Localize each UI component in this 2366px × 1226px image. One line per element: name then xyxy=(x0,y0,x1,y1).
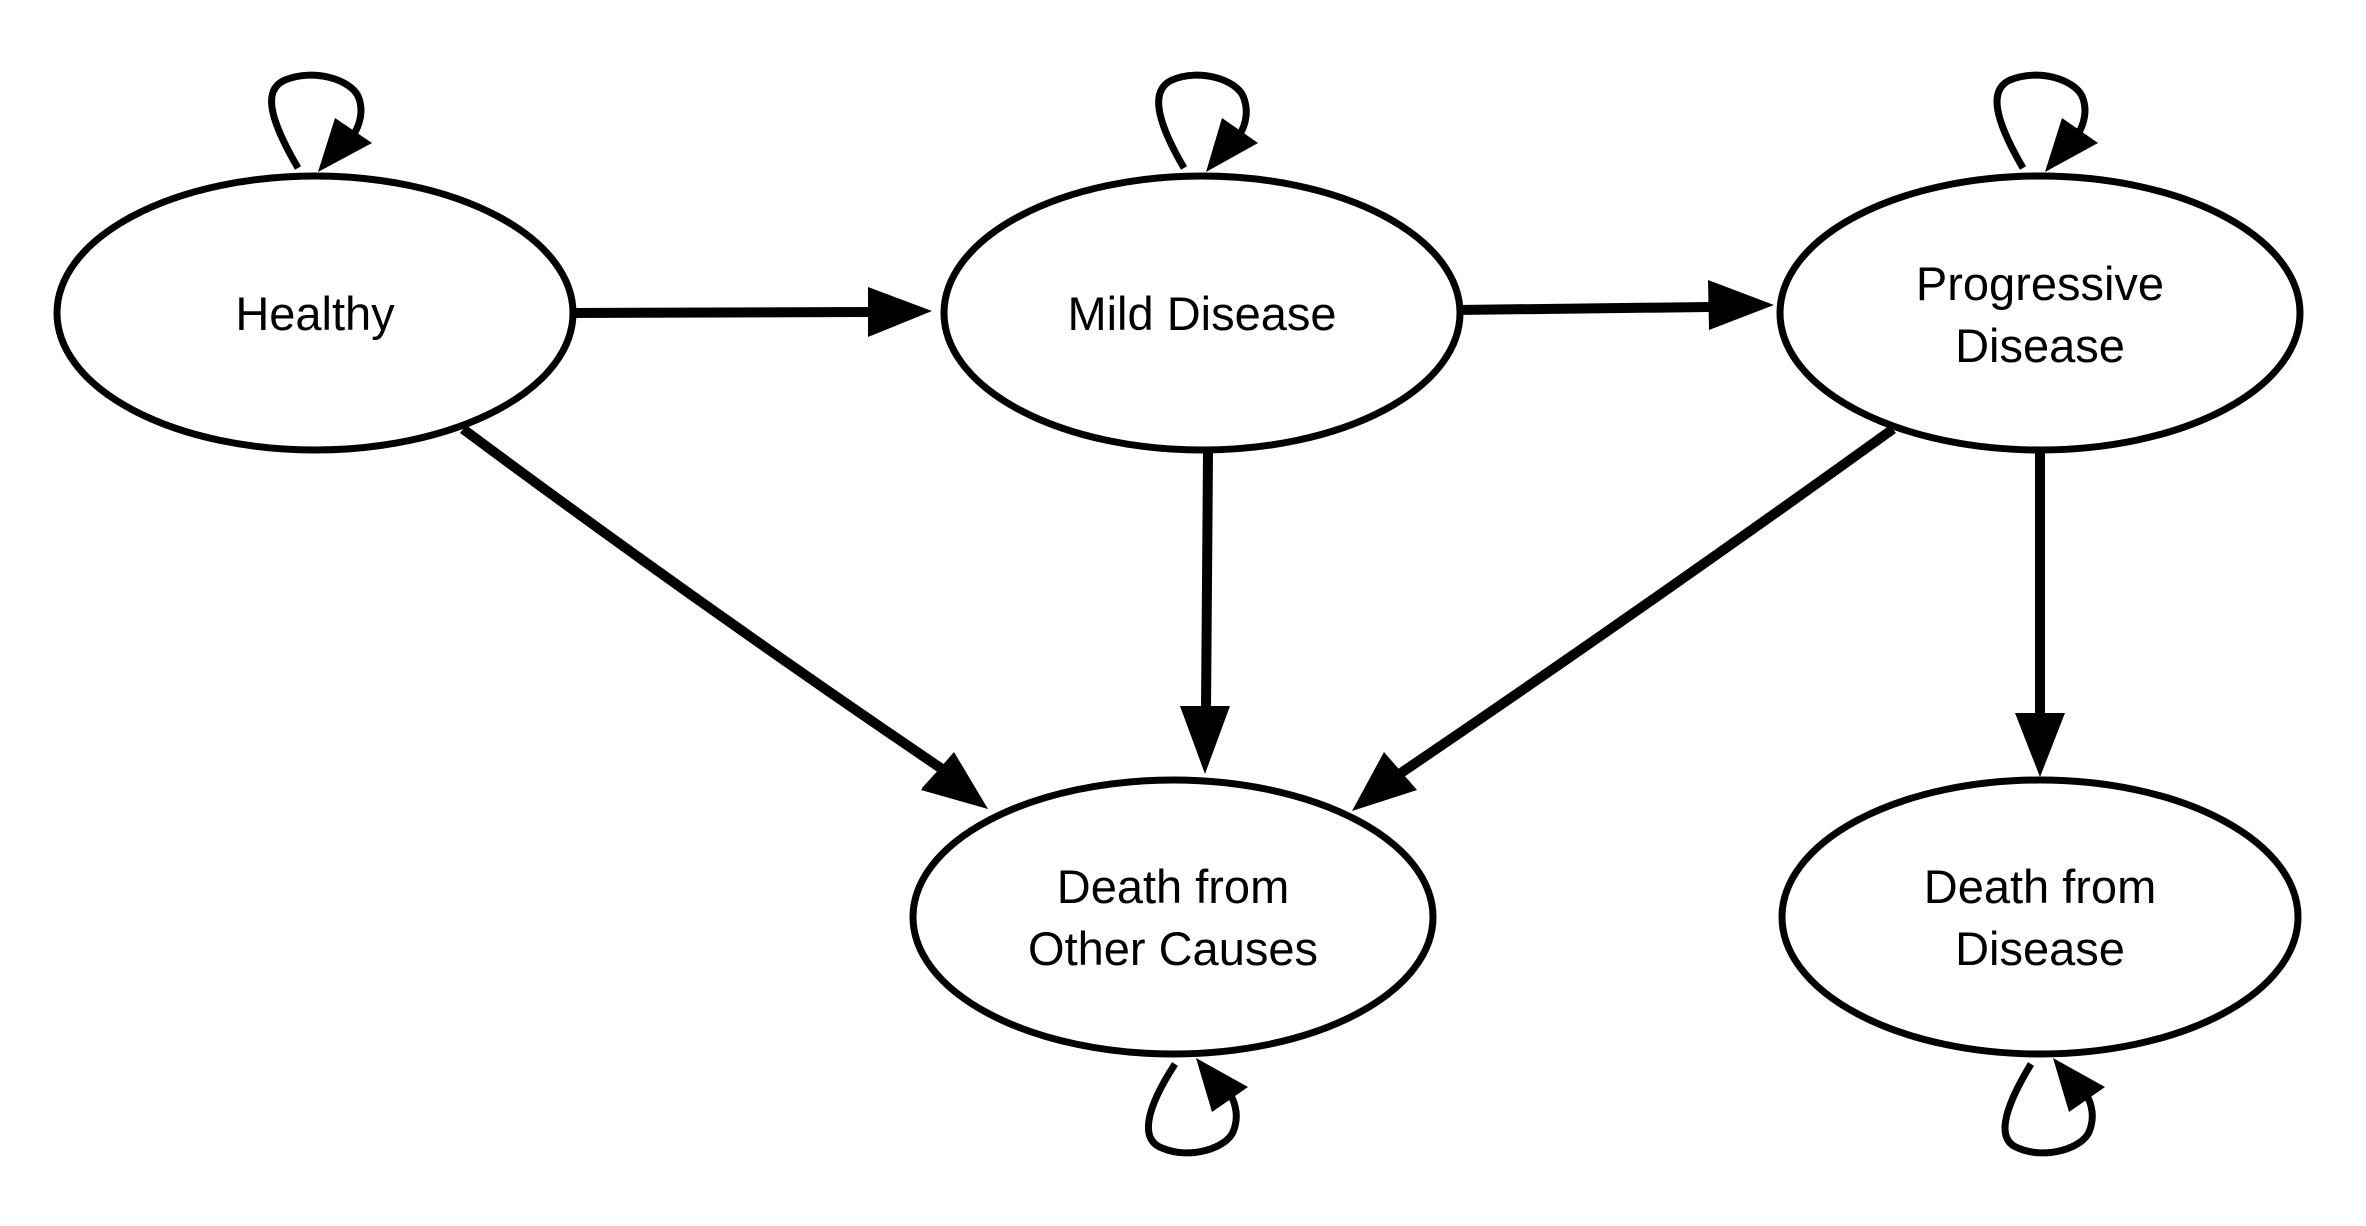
node-progressive-disease-label-line1: Progressive xyxy=(1916,257,2164,310)
node-healthy-label: Healthy xyxy=(235,287,395,340)
node-mild-disease: Mild Disease xyxy=(940,172,1464,454)
self-loop-death-other-causes xyxy=(1145,1058,1248,1157)
node-mild-disease-label: Mild Disease xyxy=(1067,287,1336,340)
edge-progressive-disease-to-death-disease xyxy=(2015,451,2065,777)
node-death-other-causes-label-line1: Death from xyxy=(1057,860,1289,913)
self-loop-death-disease xyxy=(2001,1058,2105,1157)
self-loop-mild-disease xyxy=(1155,71,1258,172)
edge-progressive-disease-to-death-other-causes xyxy=(1352,424,1896,811)
edge-mild-disease-to-death-other-causes xyxy=(1180,452,1230,774)
self-loop-progressive-disease xyxy=(1993,71,2098,172)
self-loop-healthy xyxy=(268,71,372,172)
node-death-other-causes-label-line2: Other Causes xyxy=(1028,922,1318,975)
node-healthy: Healthy xyxy=(53,172,577,454)
edge-healthy-to-mild-disease xyxy=(572,287,932,337)
node-death-other-causes: Death from Other Causes xyxy=(909,776,1437,1058)
node-death-disease-label-line2: Disease xyxy=(1955,922,2125,975)
node-progressive-disease: Progressive Disease xyxy=(1776,172,2304,454)
edge-mild-disease-to-progressive-disease xyxy=(1455,280,1774,330)
edge-healthy-to-death-other-causes xyxy=(460,424,988,809)
node-progressive-disease-label-line2: Disease xyxy=(1955,319,2125,372)
node-death-disease: Death from Disease xyxy=(1778,776,2302,1058)
node-death-disease-label-line1: Death from xyxy=(1924,860,2156,913)
